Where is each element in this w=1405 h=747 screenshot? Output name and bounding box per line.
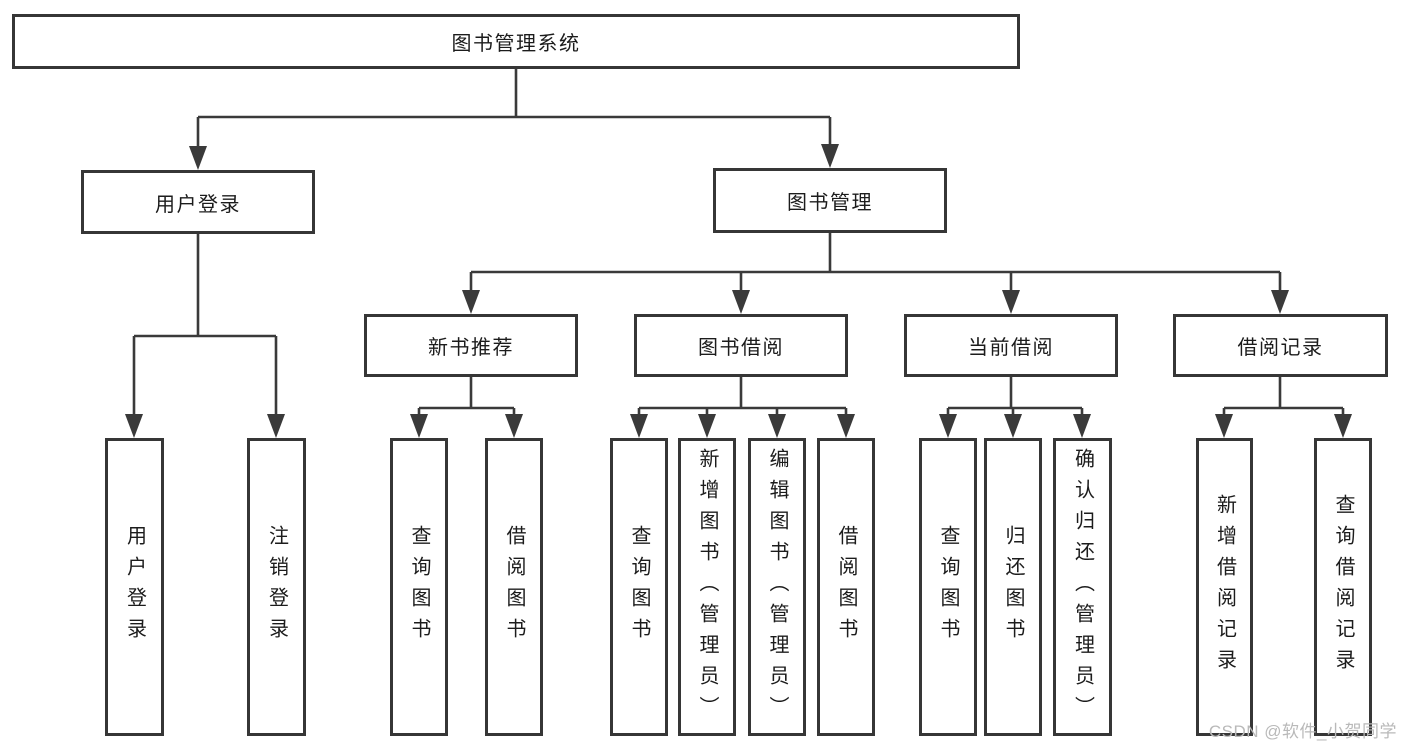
node-book-management: 图书管理	[713, 168, 947, 233]
csdn-watermark: CSDN @软件_小贺同学	[1208, 722, 1397, 741]
node-new-book-recommend-label: 新书推荐	[428, 337, 514, 359]
node-root-label: 图书管理系统	[451, 33, 581, 55]
connector-borrowrecord-to-leaves	[1215, 377, 1352, 438]
node-user-login-label: 用户登录	[155, 193, 241, 216]
node-leaf-br-query-record: 查询借阅记录	[1314, 438, 1372, 736]
node-leaf-logout-label: 注销登录	[265, 525, 288, 649]
node-leaf-bb-add-books-admin-label: 新增图书（管理员）	[696, 447, 718, 727]
node-root: 图书管理系统	[12, 14, 1020, 69]
node-current-borrowing: 当前借阅	[904, 314, 1118, 377]
node-current-borrowing-label: 当前借阅	[968, 337, 1054, 359]
node-leaf-cb-query-books-label: 查询图书	[937, 525, 959, 649]
node-book-borrowing-label: 图书借阅	[698, 337, 784, 359]
node-leaf-user-login: 用户登录	[105, 438, 164, 736]
node-leaf-bb-edit-books-admin: 编辑图书（管理员）	[748, 438, 806, 736]
node-book-management-label: 图书管理	[787, 192, 873, 214]
node-leaf-cb-confirm-return-admin-label: 确认归还（管理员）	[1071, 447, 1094, 727]
node-new-book-recommend: 新书推荐	[364, 314, 578, 377]
node-leaf-cb-return-books-label: 归还图书	[1002, 525, 1024, 649]
node-leaf-bb-borrow-books: 借阅图书	[817, 438, 875, 736]
node-leaf-cb-confirm-return-admin: 确认归还（管理员）	[1053, 438, 1112, 736]
node-leaf-nbr-query-books: 查询图书	[390, 438, 448, 736]
node-leaf-cb-query-books: 查询图书	[919, 438, 977, 736]
node-leaf-bb-query-books-label: 查询图书	[628, 525, 650, 649]
node-leaf-nbr-query-books-label: 查询图书	[408, 525, 430, 649]
node-leaf-user-login-label: 用户登录	[123, 525, 146, 649]
node-borrowing-records-label: 借阅记录	[1237, 337, 1324, 359]
node-leaf-bb-borrow-books-label: 借阅图书	[835, 525, 857, 649]
node-leaf-cb-return-books: 归还图书	[984, 438, 1042, 736]
node-borrowing-records: 借阅记录	[1173, 314, 1388, 377]
node-leaf-logout: 注销登录	[247, 438, 306, 736]
node-leaf-br-add-record: 新增借阅记录	[1196, 438, 1253, 736]
connector-bookborrow-to-leaves	[630, 377, 855, 438]
node-leaf-bb-query-books: 查询图书	[610, 438, 668, 736]
node-leaf-br-query-record-label: 查询借阅记录	[1332, 494, 1354, 680]
node-user-login: 用户登录	[81, 170, 315, 234]
node-book-borrowing: 图书借阅	[634, 314, 848, 377]
node-leaf-bb-edit-books-admin-label: 编辑图书（管理员）	[766, 447, 788, 727]
node-leaf-br-add-record-label: 新增借阅记录	[1213, 494, 1236, 680]
node-leaf-nbr-borrow-books: 借阅图书	[485, 438, 543, 736]
connector-root-to-level2	[189, 69, 839, 170]
node-leaf-bb-add-books-admin: 新增图书（管理员）	[678, 438, 736, 736]
connector-userlogin-to-leaves	[125, 234, 285, 438]
connector-currentborrow-to-leaves	[939, 377, 1091, 438]
node-leaf-nbr-borrow-books-label: 借阅图书	[503, 525, 525, 649]
connector-bookmgmt-to-level3	[462, 233, 1289, 314]
connector-newbookrec-to-leaves	[410, 377, 523, 438]
